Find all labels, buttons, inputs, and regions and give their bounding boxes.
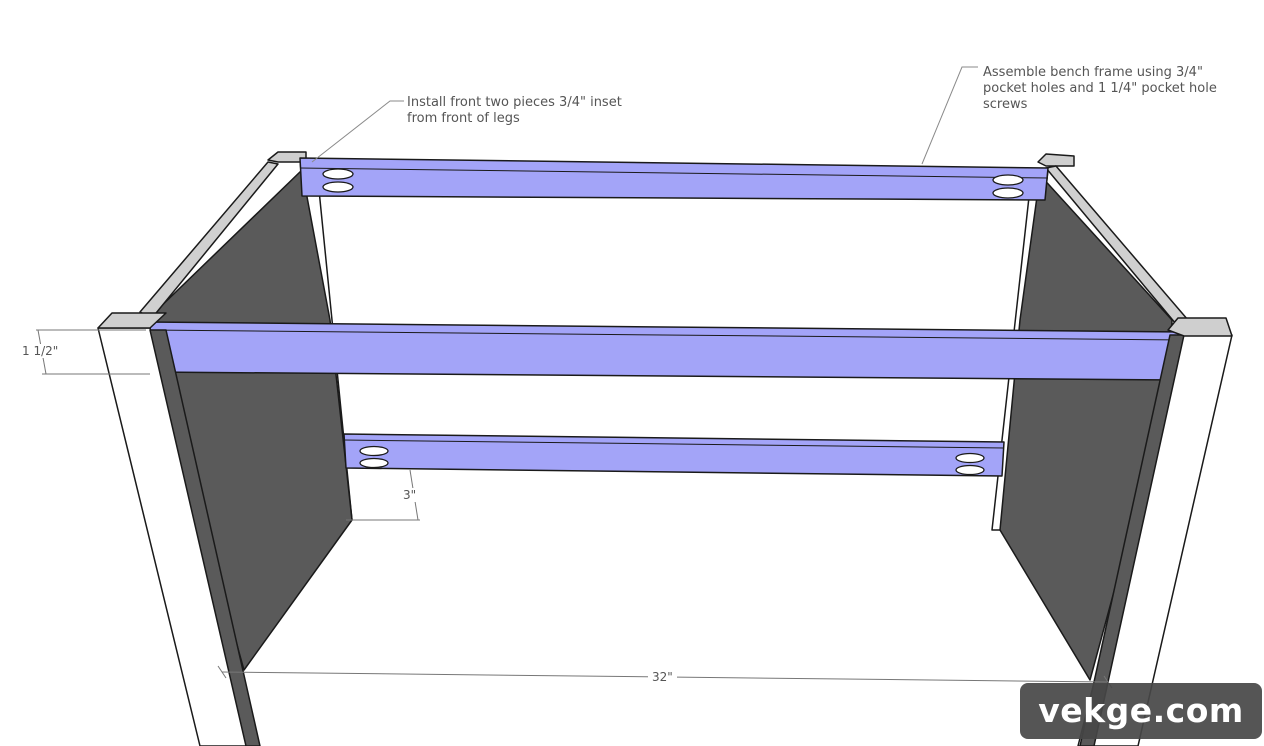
front-pieces-leader bbox=[311, 100, 404, 163]
frame-assembly-annotation: Assemble bench frame using 3/4" pocket h… bbox=[983, 65, 1217, 112]
pocket-hole bbox=[955, 464, 985, 476]
pocket-hole bbox=[359, 457, 389, 469]
pocket-hole bbox=[322, 181, 354, 193]
stretcher-offset-dimension: 3" bbox=[403, 488, 417, 502]
front-left-leg-top bbox=[97, 312, 167, 329]
back-top-rail-edge bbox=[299, 167, 1049, 179]
back-top-rail bbox=[299, 157, 1049, 201]
back-right-leg-top bbox=[1037, 153, 1075, 167]
width-dimension: 32" bbox=[648, 670, 677, 684]
pocket-hole bbox=[992, 187, 1024, 199]
frame-assembly-leader bbox=[921, 66, 978, 165]
front-top-rail bbox=[147, 321, 1186, 381]
pocket-hole bbox=[955, 452, 985, 464]
bottom-stretcher-edge bbox=[343, 439, 1005, 449]
rail-height-dimension: 1 1/2" bbox=[22, 344, 59, 358]
front-right-leg-top bbox=[1167, 317, 1233, 337]
bottom-stretcher bbox=[343, 433, 1005, 477]
pocket-hole bbox=[359, 445, 389, 457]
front-top-rail-edge bbox=[147, 329, 1186, 341]
watermark-logo: vekge.com bbox=[1020, 683, 1262, 739]
back-left-leg-top bbox=[267, 151, 307, 163]
front-left-leg-inner bbox=[149, 329, 261, 746]
width-dim-tick-left bbox=[217, 665, 227, 679]
pocket-hole bbox=[992, 174, 1024, 186]
pocket-hole bbox=[322, 168, 354, 180]
front-pieces-annotation: Install front two pieces 3/4" inset from… bbox=[407, 95, 622, 126]
